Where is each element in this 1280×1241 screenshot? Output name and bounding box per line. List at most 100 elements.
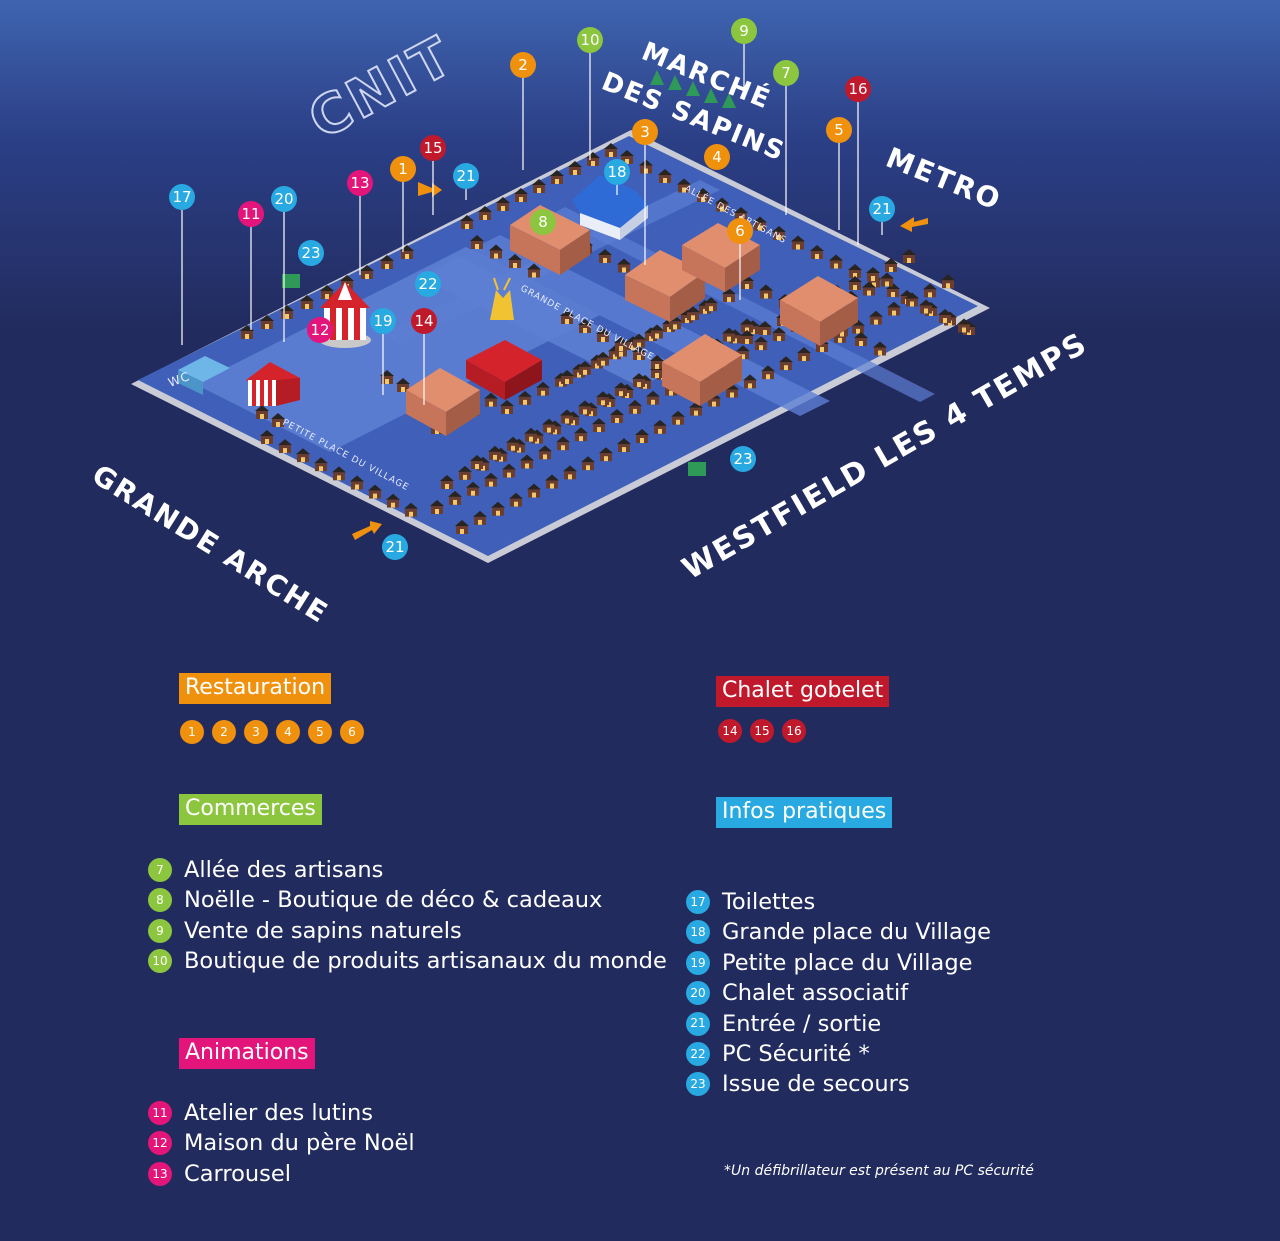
legend-badge-18: 18: [686, 920, 710, 945]
pin-number: 9: [739, 22, 749, 40]
legend-badge-5: 5: [308, 720, 332, 744]
pin-circle: [730, 446, 756, 472]
map-pin-16[interactable]: 16: [845, 76, 871, 245]
wc-blocks: [178, 356, 230, 395]
map-pin-11[interactable]: 11: [238, 201, 264, 330]
legend-badge-22: 22: [686, 1042, 710, 1067]
pin-circle: [370, 308, 396, 334]
map-pin-7[interactable]: 7: [773, 60, 799, 215]
pin-circle: [632, 119, 658, 145]
pin-number: 13: [350, 174, 369, 192]
pin-number: 12: [310, 321, 329, 339]
map-pin-20[interactable]: 20: [271, 186, 297, 342]
commerces-title: Commerces: [179, 794, 322, 825]
legend-item-text: Toilettes: [722, 889, 816, 915]
legend-badge-23: 23: [686, 1072, 710, 1097]
pin-number: 22: [418, 275, 437, 293]
legend-badge-20: 20: [686, 981, 710, 1006]
pin-number: 14: [414, 312, 433, 330]
pin-number: 5: [834, 121, 844, 139]
map-pin-21[interactable]: 21: [453, 163, 479, 200]
reindeer: [490, 277, 514, 320]
map-pin-13[interactable]: 13: [347, 170, 373, 275]
map-pin-23[interactable]: 23: [298, 240, 324, 266]
map-pin-9[interactable]: 9: [731, 18, 757, 90]
map-pin-10[interactable]: 10: [577, 27, 603, 160]
entrance-arrow: [900, 217, 928, 232]
legend-restauration-title: Restauration: [179, 673, 332, 704]
pin-number: 10: [580, 31, 599, 49]
pin-circle: [390, 156, 416, 182]
pin-circle: [347, 170, 373, 196]
pin-circle: [826, 117, 852, 143]
legend-item-text: Atelier des lutins: [184, 1100, 373, 1126]
legend-item: 9 Vente de sapins naturels: [148, 916, 668, 946]
legend-badge-9: 9: [148, 918, 172, 943]
legend-badge-8: 8: [148, 888, 172, 913]
legend-item-text: Carrousel: [184, 1160, 291, 1187]
legend-item-text: Petite place du Village: [722, 949, 973, 976]
legend-badge-6: 6: [340, 720, 364, 744]
map-pin-15[interactable]: 15: [420, 135, 446, 215]
chalet-icon: [941, 274, 955, 289]
tent-4: [662, 334, 742, 406]
map-pins: 17 11 20 13 1 15 21 2 10 9 7 16 3 4 5 18 8 6 21 23 22 12 19 14 2…: [169, 18, 895, 560]
legend-item-text: Issue de secours: [722, 1071, 910, 1098]
map-pin-6[interactable]: 6: [727, 218, 753, 300]
legend-item-text: Boutique de produits artisanaux du monde: [184, 948, 667, 975]
emergency-exit-icon: [282, 274, 300, 288]
legend-badge-17: 17: [686, 890, 710, 914]
pin-circle: [704, 144, 730, 170]
animations-title: Animations: [179, 1038, 315, 1069]
map-pin-8[interactable]: 8: [530, 209, 556, 235]
pin-circle: [307, 317, 333, 343]
map-pin-4[interactable]: 4: [704, 144, 730, 170]
map-pin-23[interactable]: 23: [730, 446, 756, 472]
map-pin-17[interactable]: 17: [169, 184, 195, 345]
pin-circle: [530, 209, 556, 235]
map-pin-21[interactable]: 21: [382, 534, 408, 560]
pin-circle: [773, 60, 799, 86]
map-pin-18[interactable]: 18: [604, 159, 630, 195]
legend-badge-7: 7: [148, 858, 172, 882]
map-pin-3[interactable]: 3: [632, 119, 658, 265]
map-pin-19[interactable]: 19: [370, 308, 396, 395]
legend-item: 17 Toilettes: [686, 887, 1186, 917]
pin-number: 18: [607, 163, 626, 181]
map-pin-1[interactable]: 1: [390, 156, 416, 252]
pin-number: 16: [848, 80, 867, 98]
map-pin-5[interactable]: 5: [826, 117, 852, 230]
map-pin-21[interactable]: 21: [869, 196, 895, 235]
map-pin-22[interactable]: 22: [415, 271, 441, 297]
legend-item-text: Vente de sapins naturels: [184, 917, 462, 944]
market-map: ALLÉE DES ARTISANS GRANDE PLACE DU VILLA…: [131, 18, 990, 563]
map-pin-12[interactable]: 12: [307, 317, 333, 343]
legend-item-text: Grande place du Village: [722, 919, 991, 946]
pin-circle: [510, 52, 536, 78]
pin-circle: [415, 271, 441, 297]
map-pin-2[interactable]: 2: [510, 52, 536, 170]
carrousel: [319, 282, 371, 348]
pin-circle: [577, 27, 603, 53]
legend-item-text: Noëlle - Boutique de déco & cadeaux: [184, 887, 603, 914]
pin-circle: [453, 163, 479, 189]
pin-number: 21: [456, 167, 475, 185]
pin-number: 20: [274, 190, 293, 208]
legend-item-text: Maison du père Noël: [184, 1130, 415, 1157]
atelier-tent: [246, 362, 300, 406]
pin-circle: [845, 76, 871, 102]
emergency-exit-icon: [688, 462, 706, 476]
pin-number: 15: [423, 139, 442, 157]
pin-number: 3: [640, 123, 650, 141]
map-pin-14[interactable]: 14: [411, 308, 437, 405]
legend-item: 18 Grande place du Village: [686, 917, 1186, 947]
